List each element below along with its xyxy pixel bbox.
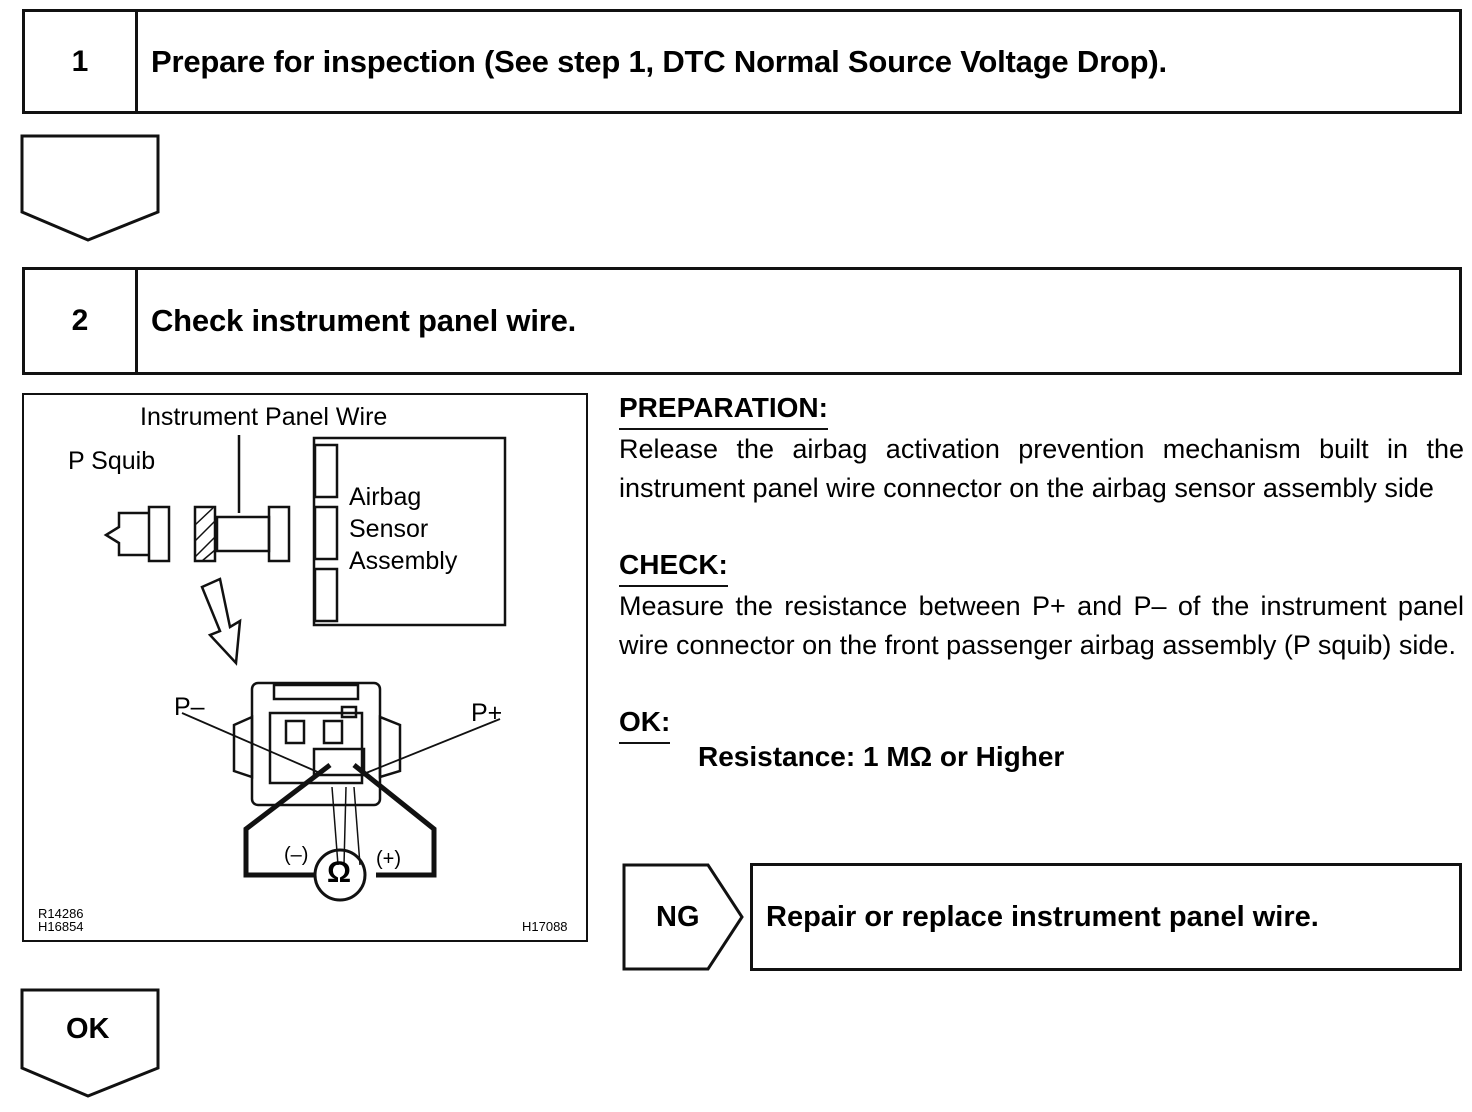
check-section: CHECK: Measure the resistance between P+… (619, 545, 1464, 665)
ng-arrow-icon (622, 863, 744, 971)
ohm-symbol: Ω (327, 856, 352, 889)
meter-minus-label: (–) (284, 844, 309, 866)
resistance-spec: Resistance: 1 MΩ or Higher (698, 741, 1065, 772)
connector-diagram-drawing (103, 435, 507, 902)
airbag-label-line1: Airbag (349, 483, 422, 511)
p-plus-label: P+ (471, 699, 503, 727)
ng-action-box: Repair or replace instrument panel wire. (750, 863, 1462, 971)
ng-label: NG (656, 901, 700, 933)
step-2-box: 2 Check instrument panel wire. (22, 267, 1462, 375)
instrument-panel-wire-label: Instrument Panel Wire (140, 403, 388, 431)
check-text: Measure the resistance between P+ and P–… (619, 591, 1464, 660)
ok-arrow-icon (20, 988, 160, 1098)
figure-code-left-1: R14286 (38, 906, 84, 921)
step-number: 1 (25, 12, 138, 111)
preparation-text: Release the airbag activation prevention… (619, 434, 1464, 503)
ok-heading: OK: (619, 702, 671, 744)
ok-section: OK: (619, 702, 1464, 744)
airbag-label-line2: Sensor (349, 515, 429, 543)
check-heading: CHECK: (619, 545, 728, 587)
figure-code-right: H17088 (522, 919, 568, 934)
preparation-heading: PREPARATION: (619, 388, 828, 430)
airbag-label-line3: Assembly (349, 547, 458, 575)
preparation-section: PREPARATION: Release the airbag activati… (619, 388, 1464, 508)
step-number: 2 (25, 270, 138, 372)
step-1-box: 1 Prepare for inspection (See step 1, DT… (22, 9, 1462, 114)
ok-label: OK (66, 1013, 110, 1045)
step-title: Prepare for inspection (See step 1, DTC … (151, 43, 1167, 79)
down-arrow-icon (20, 134, 160, 242)
step-title: Check instrument panel wire. (151, 303, 577, 338)
ng-action-text: Repair or replace instrument panel wire. (766, 900, 1319, 933)
connector-diagram: Instrument Panel Wire P Squib Airbag Sen… (22, 393, 588, 942)
p-squib-label: P Squib (68, 447, 156, 475)
meter-plus-label: (+) (376, 848, 401, 870)
figure-code-left-2: H16854 (38, 919, 84, 934)
p-minus-label: P– (174, 693, 205, 721)
